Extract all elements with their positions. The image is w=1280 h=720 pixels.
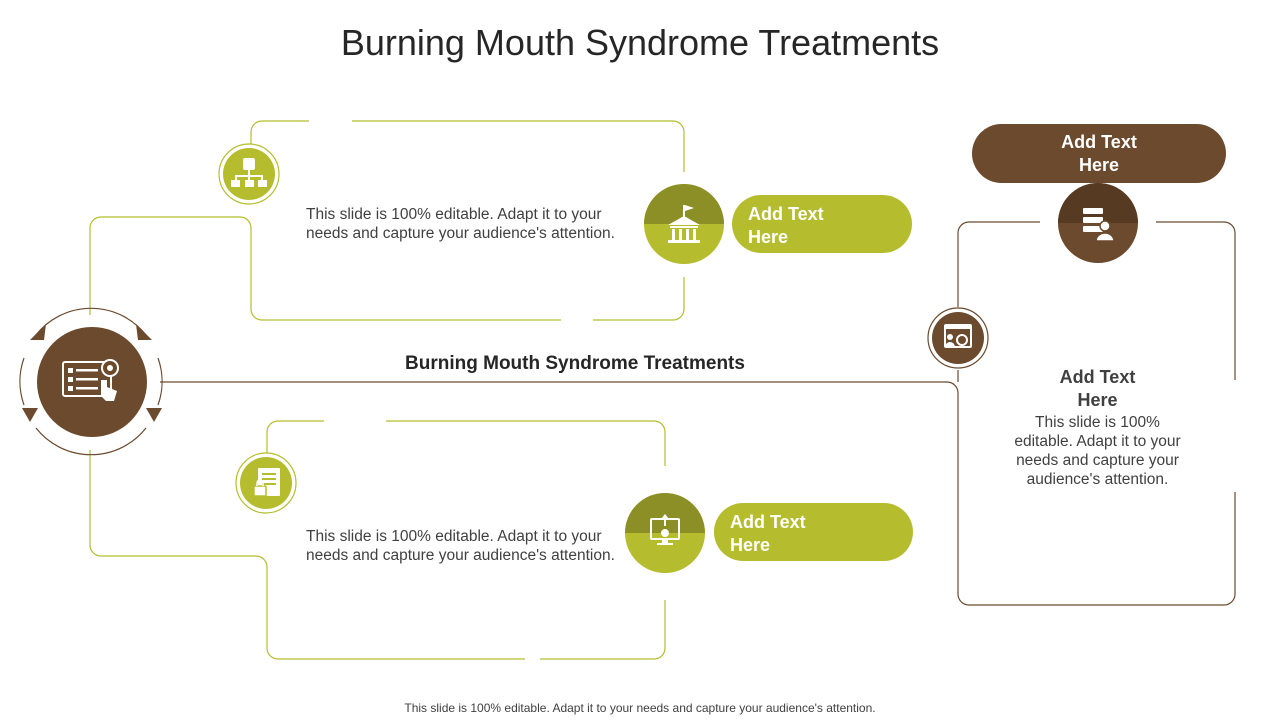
right-pill-label: Add Text Here bbox=[1061, 132, 1137, 175]
right-heading-text: Add Text Here bbox=[1059, 367, 1136, 410]
hub-ring bbox=[19, 307, 163, 456]
slide-title: Burning Mouth Syndrome Treatments bbox=[340, 22, 940, 63]
right-label-pill: Add Text Here bbox=[972, 124, 1226, 183]
branch-2-label-pill: Add Text Here bbox=[714, 503, 913, 561]
hierarchy-icon bbox=[231, 158, 267, 187]
checklist-touch-icon bbox=[62, 359, 119, 401]
browser-analytics-icon bbox=[944, 324, 972, 348]
branch-1-icon-badge bbox=[218, 143, 280, 205]
branch-2-description: This slide is 100% editable. Adapt it to… bbox=[306, 528, 615, 564]
right-side-icon-badge bbox=[927, 307, 989, 369]
hub-node bbox=[37, 327, 147, 437]
file-lock-icon bbox=[253, 468, 280, 497]
branch-1-label-pill: Add Text Here bbox=[732, 195, 912, 253]
branch-1-description: This slide is 100% editable. Adapt it to… bbox=[306, 206, 615, 242]
right-node bbox=[1058, 183, 1138, 263]
right-heading: Add Text Here bbox=[1010, 366, 1185, 412]
right-description: This slide is 100% editable. Adapt it to… bbox=[1014, 414, 1181, 488]
branch-1-label: Add Text Here bbox=[748, 204, 824, 247]
branch-1-node bbox=[644, 184, 724, 264]
branch-2-label: Add Text Here bbox=[730, 512, 806, 555]
branch-2-node bbox=[625, 493, 705, 573]
server-user-icon bbox=[1083, 208, 1115, 242]
footer-note: This slide is 100% editable. Adapt it to… bbox=[404, 701, 876, 715]
government-building-icon bbox=[668, 205, 700, 243]
center-label: Burning Mouth Syndrome Treatments bbox=[405, 353, 745, 374]
branch-2-icon-badge bbox=[235, 452, 297, 514]
computer-upload-icon bbox=[650, 514, 680, 545]
